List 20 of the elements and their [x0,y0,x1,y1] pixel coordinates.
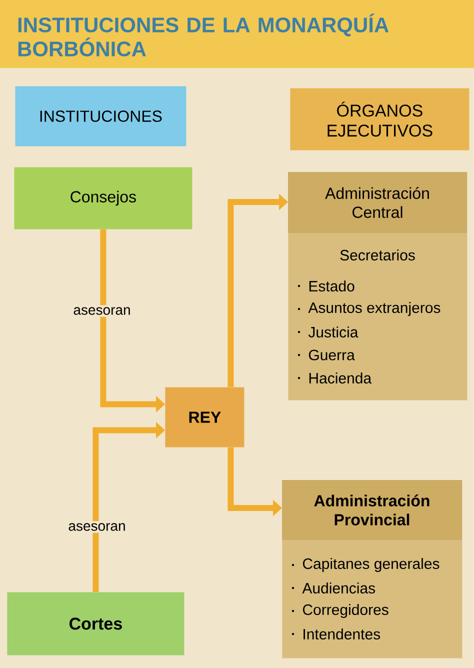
list-item: Hacienda [298,372,372,384]
list-item: Estado [298,280,354,292]
list-item: Guerra [298,350,355,360]
process-box: ÓRGANOS EJECUTIVOS [290,88,470,150]
title: INSTITUCIONES DE LA MONARQUÍA BORBÓNICA [18,14,389,56]
list-item: Asuntos extranjeros [298,302,440,316]
list-item: Audiencias [292,582,376,594]
list-item: Capitanes generales [292,558,440,572]
subheading: Secretarios [340,250,415,260]
process-box: INSTITUCIONES [15,86,186,146]
edge-label: asesoran [66,521,128,533]
edge-label: asesoran [71,305,133,317]
list-item: Corregidores [292,604,388,618]
process-box: Consejos [14,167,192,230]
process-box: REY [165,387,244,448]
list-item: Intendentes [292,628,380,640]
list-item: Justicia [298,326,358,338]
panel-heading: Administración Central [325,187,429,218]
panel-heading: Administración Provincial [314,494,430,526]
process-box: Cortes [7,592,184,656]
